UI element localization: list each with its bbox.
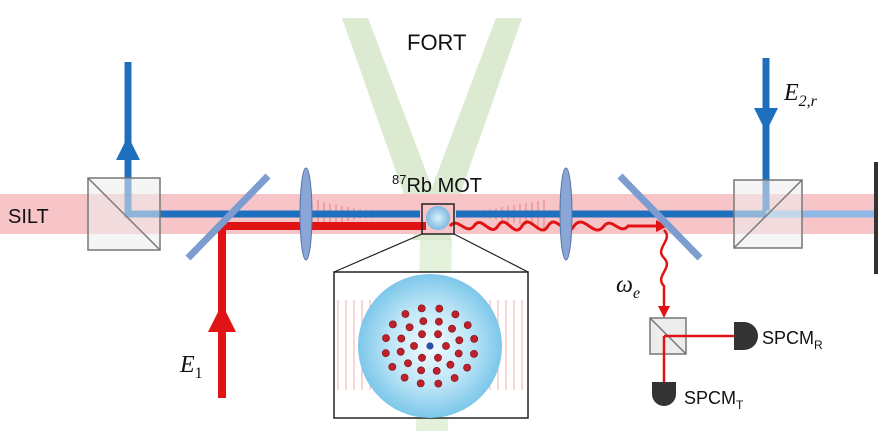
mirror-right (617, 173, 703, 261)
atom (432, 366, 441, 375)
atom (388, 362, 397, 371)
atom (417, 366, 425, 375)
spcm-r-label: SPCMR (762, 328, 823, 352)
mot-inset (333, 271, 529, 419)
end-mirror (874, 162, 878, 274)
atom (397, 334, 406, 343)
arrow-right-icon (656, 220, 668, 232)
atom (405, 323, 414, 332)
splitter-left (87, 177, 161, 251)
atom (388, 320, 397, 329)
atom (417, 304, 426, 313)
atom (442, 342, 450, 350)
arrow-down-red-icon (658, 306, 670, 318)
mot-label-sup: 87 (392, 172, 406, 187)
mot-label: 87Rb MOT (392, 172, 482, 197)
mirror-left (185, 173, 271, 261)
e1-main: E (179, 352, 195, 378)
atom (446, 360, 455, 369)
detector-r-icon (734, 322, 758, 350)
zoom-line-left (333, 233, 423, 273)
spcm-t-label: SPCMT (684, 388, 744, 412)
mot-zoom-box (421, 203, 455, 235)
atom (418, 353, 426, 362)
arrow-up-icon (116, 136, 140, 160)
atom (400, 373, 409, 382)
atom (382, 334, 390, 342)
atom (455, 336, 464, 345)
e2-sub: 2,r (799, 93, 818, 110)
atom (435, 304, 444, 313)
atom (401, 310, 410, 318)
e1-sub: 1 (195, 365, 203, 382)
arrow-down-icon (754, 108, 778, 132)
splitter-right (733, 179, 803, 249)
atom (463, 363, 471, 372)
omega-main: ω (616, 272, 633, 298)
atom (454, 349, 463, 358)
omega-sub: e (633, 285, 640, 302)
atom (396, 347, 405, 356)
silt-label: SILT (8, 206, 49, 228)
atom (448, 324, 456, 333)
atom (470, 334, 479, 343)
e2-main: E (783, 80, 799, 106)
spcm-t-sub: T (736, 398, 744, 412)
spcm-r-main: SPCM (762, 328, 814, 348)
spcm-t-main: SPCM (684, 388, 736, 408)
atom (404, 359, 412, 368)
probe-beam-right (456, 58, 770, 218)
atom (418, 330, 426, 339)
lens-left (299, 167, 313, 261)
spcm-r-sub: R (814, 338, 823, 352)
atom (416, 379, 425, 388)
atom (463, 321, 472, 329)
atom (434, 353, 442, 362)
atom (450, 374, 459, 382)
atom (419, 317, 428, 325)
reflected-photon-wave (659, 229, 669, 312)
atom (434, 317, 443, 326)
detector-t-icon (652, 382, 676, 406)
atom (410, 342, 418, 350)
e2-label: E2,r (783, 80, 818, 110)
atom-array (381, 304, 479, 388)
atom (434, 330, 442, 339)
zoom-line-right (453, 233, 529, 273)
central-atom (426, 342, 434, 350)
mot-cloud (426, 206, 450, 230)
lens-right (559, 167, 573, 261)
emitted-photon-wave (448, 220, 664, 232)
omega-label: ωe (616, 272, 640, 302)
atom (434, 379, 443, 388)
atom (451, 310, 460, 319)
mot-label-main: Rb MOT (406, 175, 482, 197)
atom (381, 349, 390, 357)
e1-label: E1 (179, 352, 203, 382)
fort-label: FORT (407, 30, 466, 55)
arrow-up-red-icon (208, 304, 236, 332)
atom (470, 349, 478, 358)
